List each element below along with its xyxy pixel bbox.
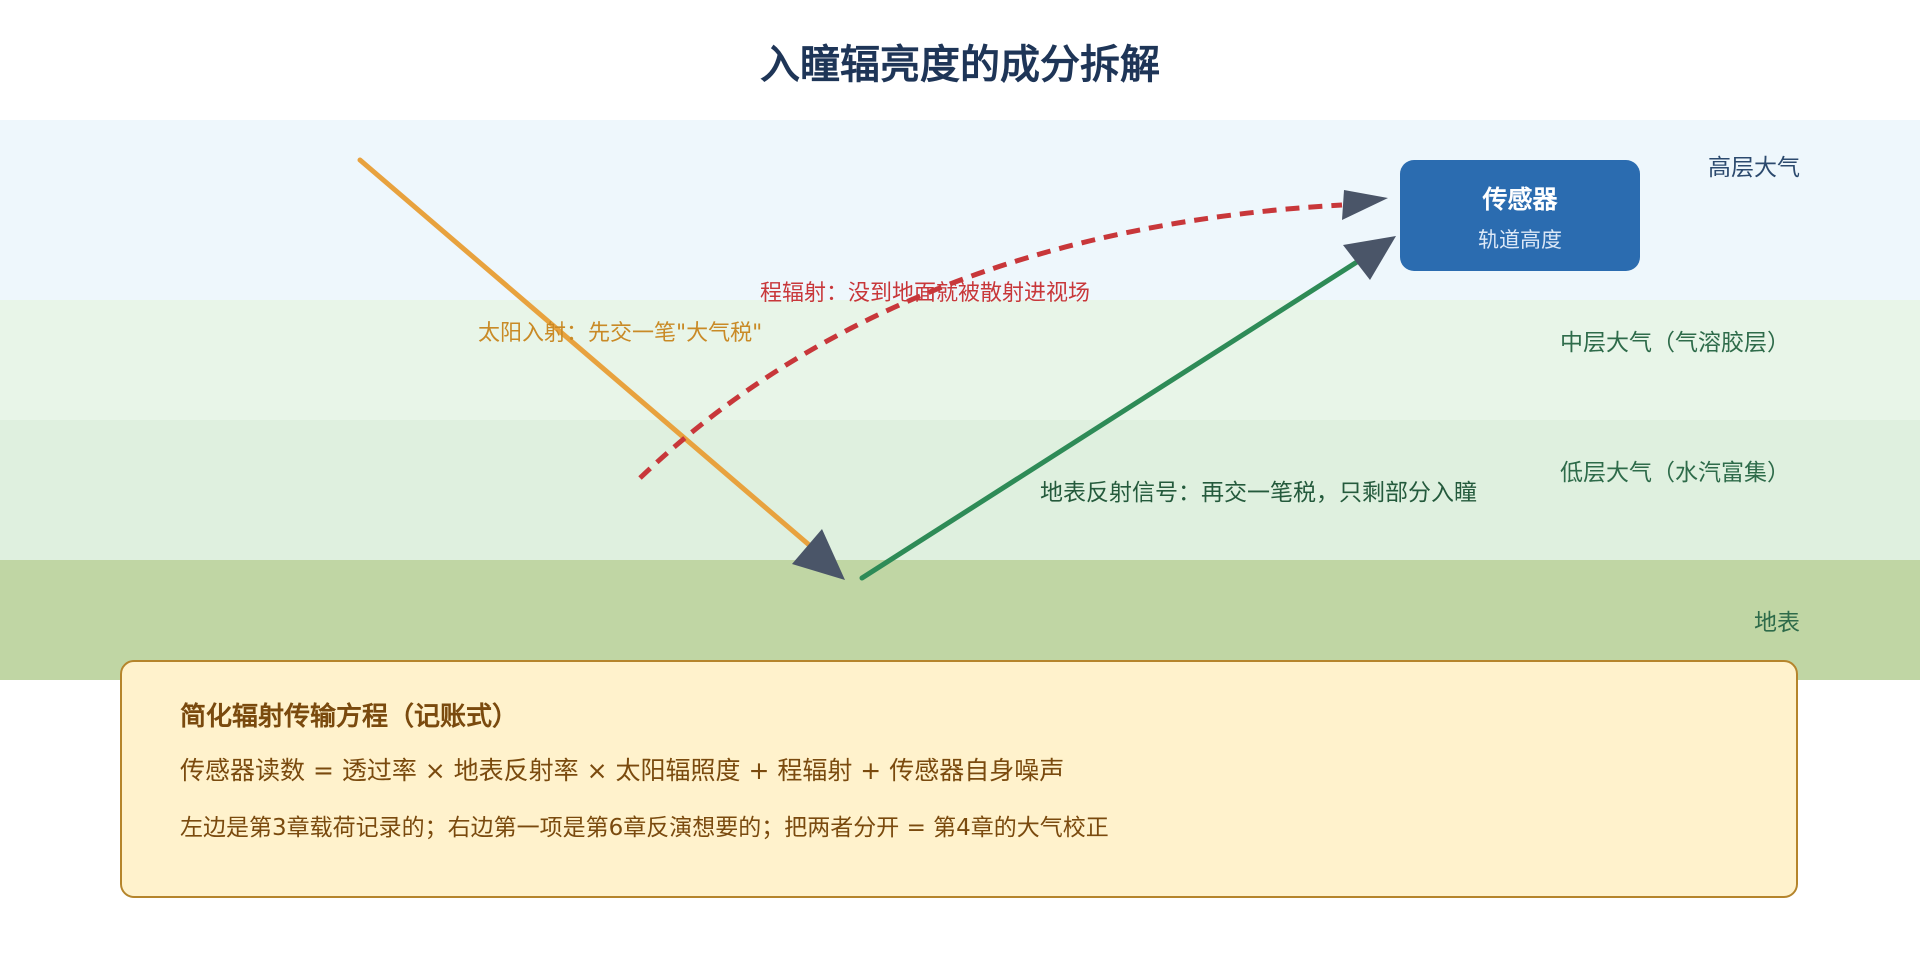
layer-label-upper: 高层大气 (1708, 155, 1800, 181)
solar-incoming-label: 太阳入射：先交一笔"大气税" (478, 321, 762, 346)
formula-title: 简化辐射传输方程（记账式） (180, 702, 519, 732)
surface-reflect-label: 地表反射信号：再交一笔税，只剩部分入瞳 (1040, 480, 1477, 506)
formula-note: 左边是第3章载荷记录的；右边第一项是第6章反演想要的；把两者分开 = 第4章的大… (180, 815, 1109, 841)
solar-arrowhead (792, 529, 845, 580)
sensor-name: 传感器 (1481, 185, 1558, 214)
path-radiance-arrowhead (1342, 190, 1388, 220)
sensor-box (1400, 160, 1640, 271)
formula-panel: 简化辐射传输方程（记账式） 传感器读数 = 透过率 × 地表反射率 × 太阳辐照… (120, 660, 1798, 898)
layer-label-middle: 中层大气（气溶胶层） (1560, 330, 1790, 356)
path-radiance-label: 程辐射：没到地面就被散射进视场 (760, 281, 1090, 306)
surface-reflect-arrowhead (1343, 236, 1396, 280)
surface-reflected-ray (859, 257, 1363, 581)
lower-atmosphere-layer (0, 420, 1920, 560)
layer-label-surface: 地表 (1754, 610, 1800, 636)
solar-incoming-ray (357, 157, 818, 553)
formula-equation: 传感器读数 = 透过率 × 地表反射率 × 太阳辐照度 + 程辐射 + 传感器自… (180, 756, 1065, 785)
layer-label-lower: 低层大气（水汽富集） (1560, 460, 1790, 486)
path-radiance-curve (638, 202, 1343, 480)
middle-atmosphere-layer (0, 300, 1920, 420)
sensor-subtitle: 轨道高度 (1478, 228, 1562, 252)
page-title: 入瞳辐亮度的成分拆解 (760, 42, 1160, 88)
